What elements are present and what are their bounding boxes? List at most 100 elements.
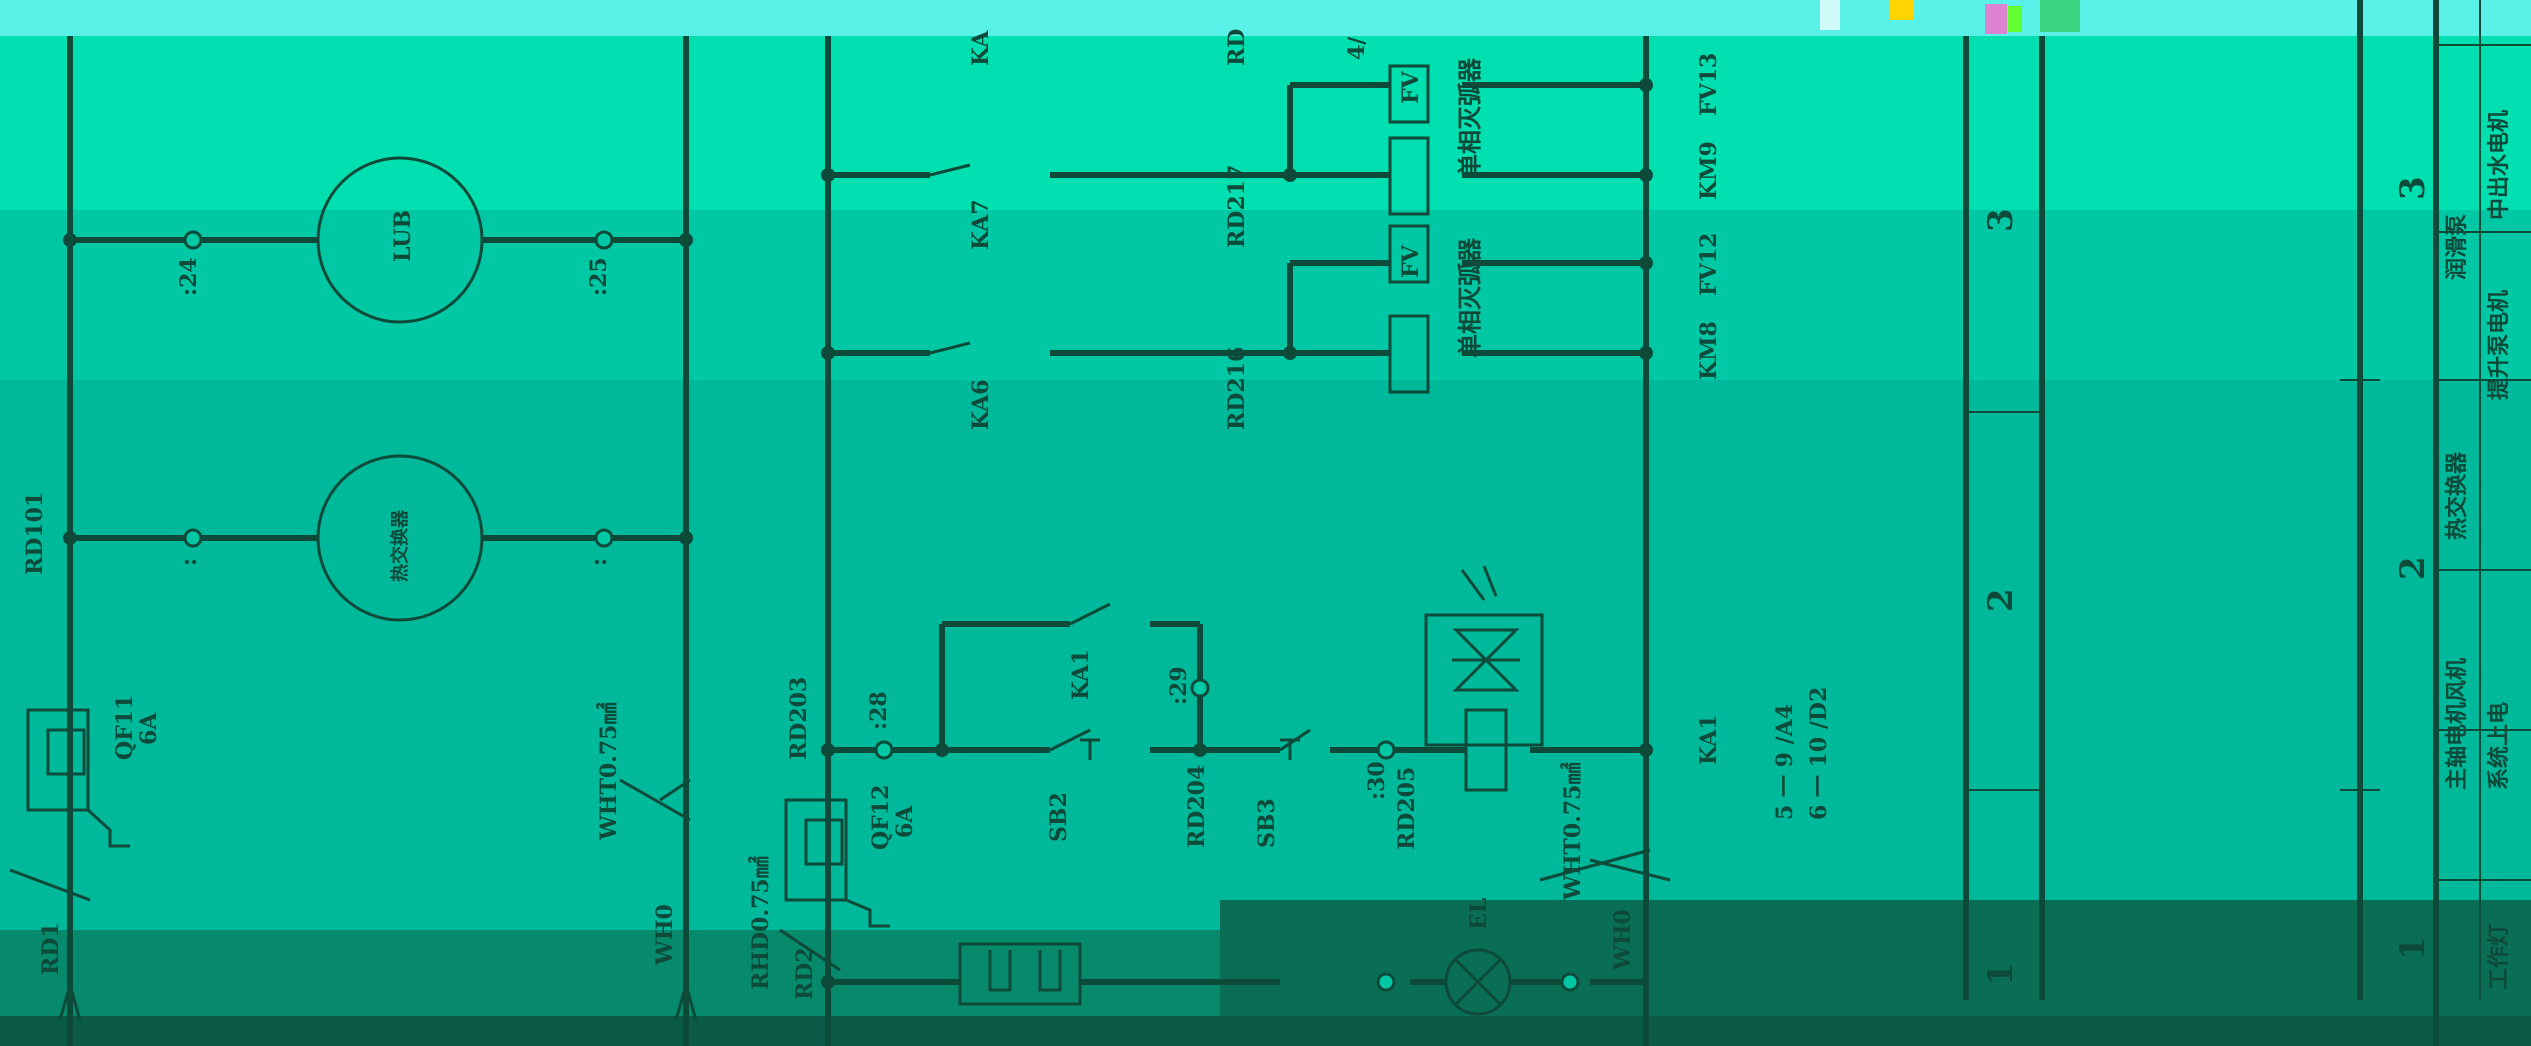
tb-outlet-motor: 中出水电机: [2487, 110, 2512, 220]
label-fv12: FV12: [1696, 233, 1722, 296]
label-qf11-rating: 6A: [136, 712, 162, 745]
junction: [63, 233, 77, 247]
right-neutral-cross: [1539, 848, 1671, 882]
tb-heat-exchanger: 热交换器: [2444, 451, 2470, 540]
toolbar-strip: [0, 0, 2531, 36]
coil-symbols: [1388, 64, 1562, 1016]
cn-labels: 热交换器: [389, 509, 411, 582]
rd2-fuse-block: [958, 942, 1082, 1006]
label-rd2: RD2: [792, 947, 818, 1000]
terminal-24: [183, 230, 203, 250]
junction: [1639, 256, 1653, 270]
junction: [1193, 743, 1207, 757]
terminal-blank-right: [594, 528, 614, 548]
label-xref-9: 5 一 9 /A4: [1772, 704, 1798, 820]
ka7-contact: [929, 163, 971, 177]
qf11-breaker: [26, 708, 90, 812]
junction: [1639, 743, 1653, 757]
label-ka1-coil: KA1: [1696, 714, 1722, 765]
label-ka7: KA7: [968, 199, 994, 250]
column-3: 3: [1981, 208, 2021, 232]
arc-suppressor-labels: 单相灭弧器 单相灭弧器: [1456, 57, 1484, 358]
label-rd101: RD101: [22, 492, 48, 575]
label-el: EL: [1466, 898, 1492, 930]
junction: [821, 168, 835, 182]
junction: [1639, 78, 1653, 92]
junction: [1639, 168, 1653, 182]
label-node-29: :29: [1166, 666, 1192, 705]
label-fv-lower: FV: [1398, 244, 1424, 278]
left-neutral-cross: [619, 778, 691, 822]
tb-lift-pump: 提升泵电机: [2486, 290, 2512, 400]
title-col-3: 3: [2393, 176, 2433, 200]
label-rd216: RD216: [1224, 347, 1250, 430]
label-node-30: :30: [1364, 761, 1390, 800]
qf12-handle: [845, 898, 890, 928]
junction: [1283, 346, 1297, 360]
ka1-diode: [1452, 628, 1520, 692]
label-rd203: RD203: [786, 677, 812, 760]
qf12-inner: [804, 818, 844, 866]
sb3-button: [1280, 738, 1300, 760]
label-ka6: KA6: [968, 379, 994, 430]
title-col-2: 2: [2393, 556, 2433, 580]
qf12-breaker: [784, 798, 848, 902]
label-rd204: RD204: [1184, 765, 1210, 848]
tb-spindle-fan: 主轴电机风机: [2444, 658, 2470, 790]
fv13-box: [1388, 64, 1430, 124]
ka1-coil: [1464, 708, 1508, 792]
label-wht075-right: WHT0.75㎟: [1560, 763, 1586, 901]
label-ka-top: KA: [968, 30, 994, 66]
column-2: 2: [1981, 588, 2021, 612]
rd2-slash: [779, 928, 841, 972]
terminal-30: [1376, 740, 1396, 760]
label-wht075-left: WHT0.75㎟: [596, 703, 622, 841]
terminal-25: [594, 230, 614, 250]
wh0-fork: [674, 984, 698, 1021]
motor-symbols: [201, 156, 596, 622]
rd1-slash: [9, 868, 91, 902]
toolbar-glitch-4: [2008, 6, 2022, 32]
band-low-right: [1220, 900, 2531, 1020]
terminals: [183, 230, 1580, 992]
qf11-inner: [46, 728, 86, 776]
junction: [935, 743, 949, 757]
terminal-blank-left: [183, 528, 203, 548]
label-rd1: RD1: [38, 922, 64, 975]
label-rd217: RD217: [1224, 165, 1250, 248]
label-qf12-rating: 6A: [892, 805, 918, 838]
ka1-led-arrows: [1460, 565, 1498, 601]
label-ka1-contact: KA1: [1068, 649, 1094, 700]
ka6-contact: [929, 341, 971, 355]
junction: [821, 975, 835, 989]
label-arc-suppressor-lower: 单相灭弧器: [1456, 237, 1484, 358]
title-block-text: 中出水电机 润滑泵 提升泵电机 热交换器 主轴电机风机 系统上电 工作灯: [2444, 110, 2512, 990]
label-node-24: :24: [176, 257, 202, 296]
label-sb2: SB2: [1046, 792, 1072, 842]
label-node-blank-right: :: [586, 558, 612, 566]
label-4: 4/: [1344, 36, 1370, 60]
toolbar-glitch-5: [2040, 0, 2080, 32]
label-fv13: FV13: [1696, 53, 1722, 116]
qf11-handle: [86, 808, 130, 848]
junction: [679, 531, 693, 545]
ka1-coil-frame: [1424, 613, 1544, 747]
junction: [1639, 346, 1653, 360]
terminal-28: [874, 740, 894, 760]
label-node-28: :28: [866, 691, 892, 730]
fv12-box: [1388, 224, 1430, 284]
label-rhd075: RHD0.75㎟: [748, 856, 774, 990]
terminal-29: [1190, 678, 1210, 698]
sb2-contact: [1049, 728, 1091, 752]
km8-coil: [1388, 314, 1430, 394]
label-rd205: RD205: [1394, 767, 1420, 850]
junction: [821, 743, 835, 757]
label-lub: LUB: [390, 210, 416, 262]
toolbar-glitch-2: [1890, 0, 1914, 20]
label-km9: KM9: [1696, 141, 1722, 200]
toolbar-glitch-1: [1820, 0, 1840, 30]
label-arc-suppressor-top: 单相灭弧器: [1456, 57, 1484, 178]
label-heat-exchanger: 热交换器: [389, 509, 411, 582]
el-lamp-cross: [1454, 958, 1502, 1006]
